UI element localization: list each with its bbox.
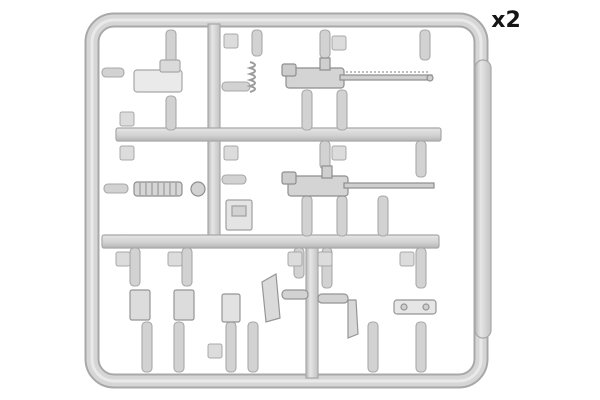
quantity-label: x2 xyxy=(491,8,521,33)
receiver-block-part xyxy=(133,59,183,93)
frame-side-tab xyxy=(474,59,492,339)
ammo-box-part xyxy=(225,199,253,231)
ammo-belt-part xyxy=(133,181,206,197)
part-number-tags xyxy=(115,33,415,359)
spring-part xyxy=(246,61,256,93)
horizontal-runners xyxy=(101,127,442,249)
machine-gun-part xyxy=(281,165,435,197)
machine-gun-part xyxy=(281,57,434,89)
mount-bracket-part xyxy=(129,273,437,339)
